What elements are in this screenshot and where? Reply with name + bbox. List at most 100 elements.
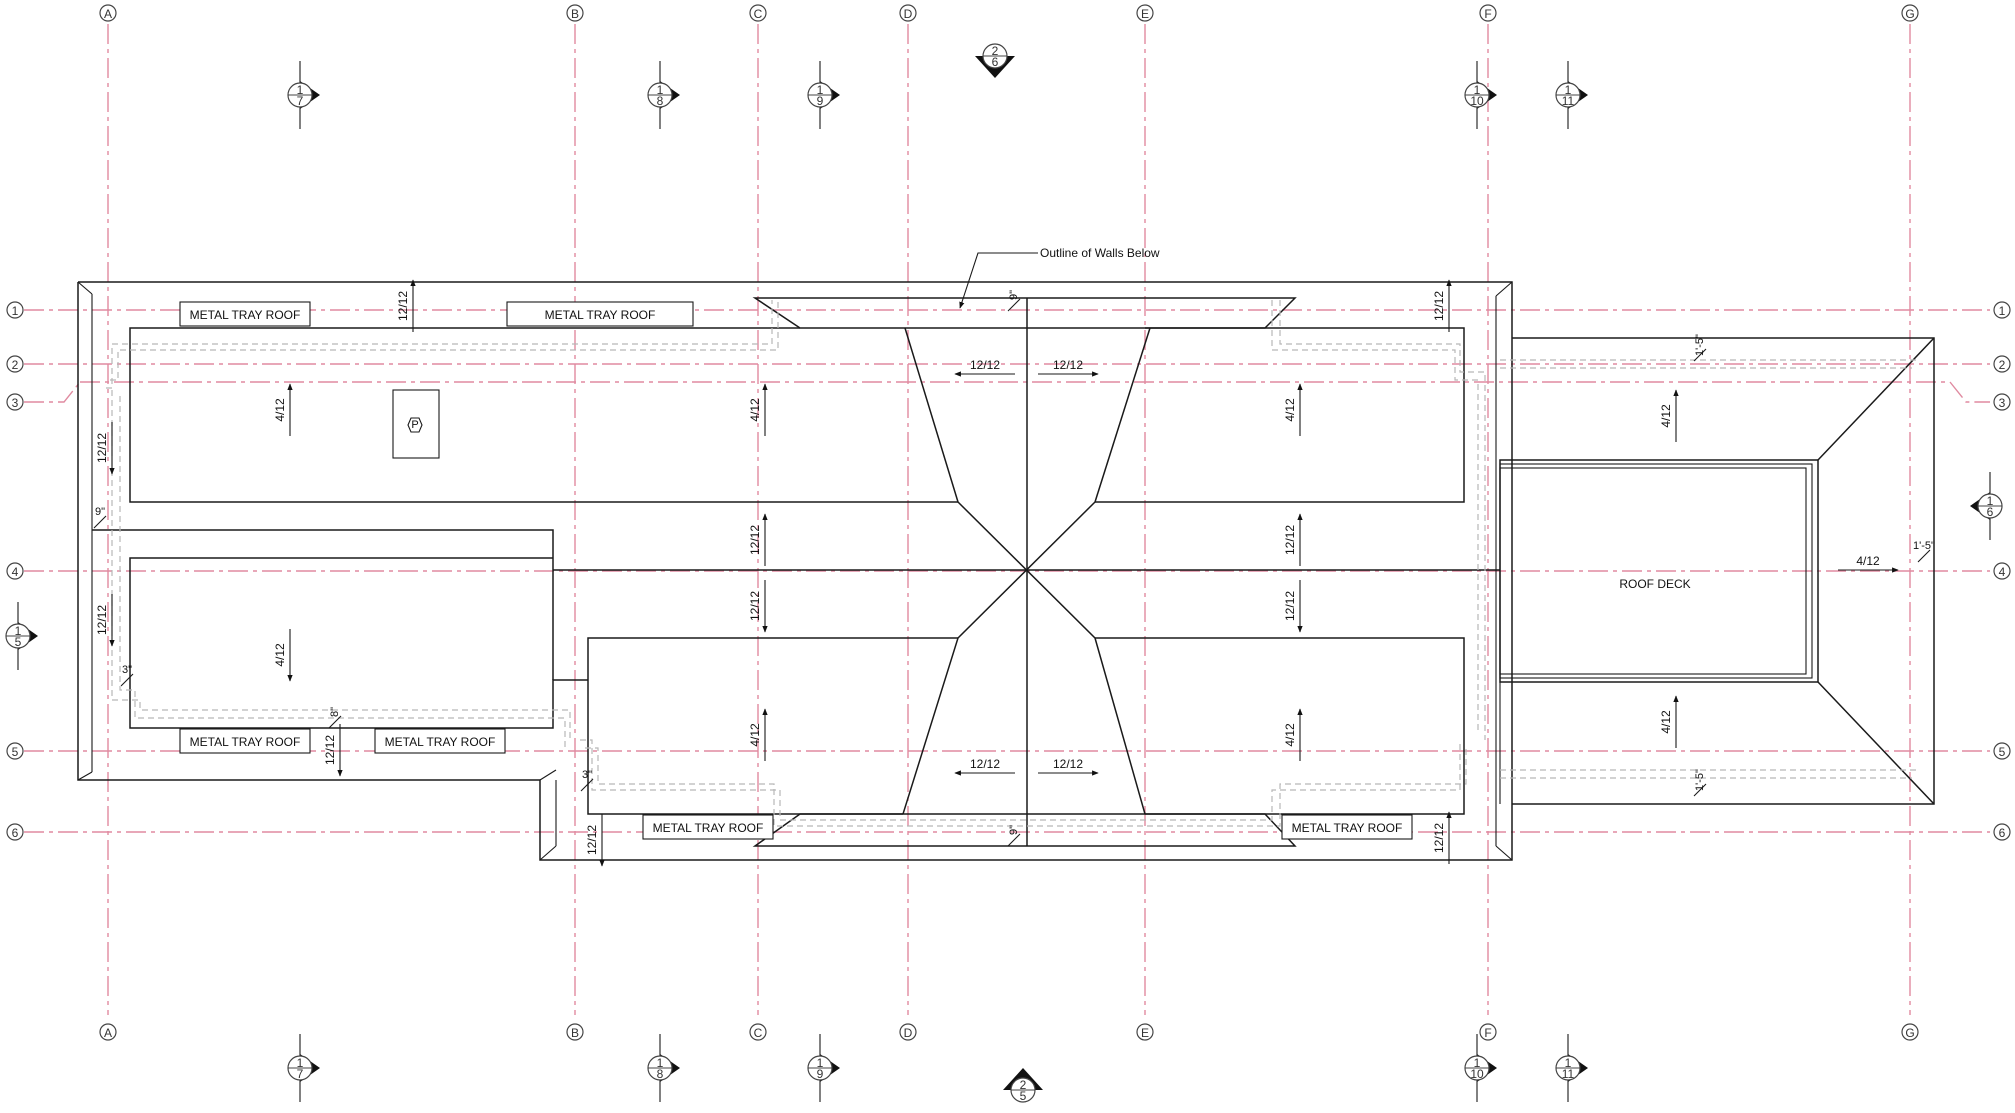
section-marker: 18 <box>647 1034 680 1102</box>
outline-walls-callout: Outline of Walls Below <box>959 246 1160 309</box>
slope-label: 4/12 <box>273 643 287 667</box>
metal-tray-roof-tag: METAL TRAY ROOF <box>179 301 311 327</box>
slope-label: 12/12 <box>585 825 599 855</box>
roof-plane-upper-left <box>129 327 958 503</box>
slope-label: 12/12 <box>396 291 410 321</box>
grid-bubble-col-c <box>749 1023 767 1041</box>
grid-bubble-label: D <box>904 1026 913 1040</box>
slope-indicator: 12/12 <box>1283 513 1303 566</box>
slope-indicator: 12/12 <box>1432 811 1452 864</box>
section-marker-number: 2 <box>1020 1078 1027 1092</box>
dimension-callout: 3" <box>120 664 134 687</box>
grid-bubble-col-d <box>899 1023 917 1041</box>
slope-indicator: 4/12 <box>748 383 768 436</box>
dimension-callout: 1'-5" <box>1693 334 1707 362</box>
grid-bubble-row-6 <box>1993 823 2011 841</box>
east-wing <box>1499 337 1935 805</box>
dimension-label: 1'-5" <box>1694 334 1706 356</box>
slope-label: 12/12 <box>1283 525 1297 555</box>
section-marker-sheet: 9 <box>817 94 824 108</box>
metal-tray-roof-label: METAL TRAY ROOF <box>653 821 764 835</box>
slope-indicator: 4/12 <box>1283 708 1303 761</box>
grid-bubble-label: F <box>1484 7 1491 21</box>
metal-tray-roof-box <box>1281 814 1413 840</box>
slope-label: 4/12 <box>748 398 762 422</box>
dimension-callout: 9" <box>1007 290 1021 312</box>
section-marker-number: 1 <box>1987 494 1994 508</box>
section-marker-number: 1 <box>297 83 304 97</box>
slope-label: 12/12 <box>95 433 109 463</box>
dimension-label: 9" <box>95 506 105 518</box>
grid-bubble-row-4 <box>6 562 24 580</box>
grid-bubble-row-3 <box>6 393 24 411</box>
grid-bubble-row-3 <box>1993 393 2011 411</box>
slope-indicator: 4/12 <box>1283 383 1303 436</box>
metal-tray-roof-box <box>179 728 311 754</box>
section-marker: 16 <box>1970 472 2003 540</box>
outline-walls-label: Outline of Walls Below <box>1040 246 1160 260</box>
metal-tray-roof-tag: METAL TRAY ROOF <box>1281 814 1413 840</box>
grid-bubble-row-2 <box>6 355 24 373</box>
section-marker: 110 <box>1464 1034 1497 1102</box>
grid-bubble-label: A <box>104 7 112 21</box>
slope-indicator: 12/12 <box>1038 757 1099 776</box>
pipe-tag-label: P <box>411 419 418 431</box>
grid-bubble-col-e <box>1136 1023 1154 1041</box>
metal-tray-roof-tags: METAL TRAY ROOF METAL TRAY ROOF METAL TRAY… <box>179 301 1413 840</box>
slope-label: 4/12 <box>1283 398 1297 422</box>
slope-label: 12/12 <box>1283 591 1297 621</box>
slope-label: 4/12 <box>748 723 762 747</box>
slope-label: 12/12 <box>323 735 337 765</box>
slope-indicator: 4/12 <box>273 383 293 436</box>
slope-indicator: 12/12 <box>95 422 115 475</box>
slope-indicator: 12/12 <box>323 724 343 777</box>
section-marker: 25 <box>1003 1068 1043 1103</box>
section-marker: 19 <box>807 1034 840 1102</box>
grid-bubble-label: F <box>1484 1026 1491 1040</box>
grid-bubble-col-f <box>1479 4 1497 22</box>
slope-indicator: 4/12 <box>273 629 293 682</box>
metal-tray-roof-label: METAL TRAY ROOF <box>190 735 301 749</box>
grid-bubble-label: 4 <box>1999 565 2006 579</box>
metal-tray-roof-tag: METAL TRAY ROOF <box>179 728 311 754</box>
slope-label: 4/12 <box>1659 710 1673 734</box>
grid-bubble-row-4 <box>1993 562 2011 580</box>
slope-indicator: 4/12 <box>1659 389 1679 442</box>
section-marker-sheet: 5 <box>1020 1089 1027 1103</box>
section-marker: 111 <box>1555 1034 1588 1102</box>
grid-bubble-label: 1 <box>1999 304 2006 318</box>
slope-indicator: 12/12 <box>954 358 1015 377</box>
slope-indicator: 12/12 <box>1283 580 1303 633</box>
metal-tray-roof-box <box>179 301 311 327</box>
dimension-tick <box>1007 833 1021 847</box>
grid-bubble-col-g <box>1901 1023 1919 1041</box>
grid-bubble-row-1 <box>1993 301 2011 319</box>
dimension-tick <box>120 673 134 687</box>
metal-tray-roof-label: METAL TRAY ROOF <box>545 308 656 322</box>
section-marker-sheet: 11 <box>1562 1067 1575 1081</box>
central-hip-roof <box>752 297 1297 847</box>
slope-label: 4/12 <box>273 398 287 422</box>
dimension-label: 3" <box>122 664 132 676</box>
section-marker-number: 1 <box>657 1056 664 1070</box>
grid-bubble-label: 5 <box>1999 745 2006 759</box>
section-marker-sheet: 10 <box>1470 1067 1484 1081</box>
grid-bubble-label: G <box>1905 1026 1914 1040</box>
dimension-label: 3" <box>582 769 592 781</box>
grid-bubble-col-d <box>899 4 917 22</box>
grid-bubble-row-1 <box>6 301 24 319</box>
dimension-callout: 8" <box>328 707 342 729</box>
dimension-label: 9" <box>1008 290 1020 300</box>
slope-label: 4/12 <box>1283 723 1297 747</box>
section-marker-sheet: 7 <box>297 1067 304 1081</box>
slope-label: 12/12 <box>748 525 762 555</box>
grid-bubble-row-5 <box>1993 742 2011 760</box>
grid-bubble-label: 2 <box>12 358 19 372</box>
section-marker-number: 1 <box>817 83 824 97</box>
grid-bubble-row-5 <box>6 742 24 760</box>
slope-indicator: 12/12 <box>1038 358 1099 377</box>
grid-bubble-label: G <box>1905 7 1914 21</box>
slope-label: 4/12 <box>1856 554 1880 568</box>
section-marker-number: 1 <box>297 1056 304 1070</box>
